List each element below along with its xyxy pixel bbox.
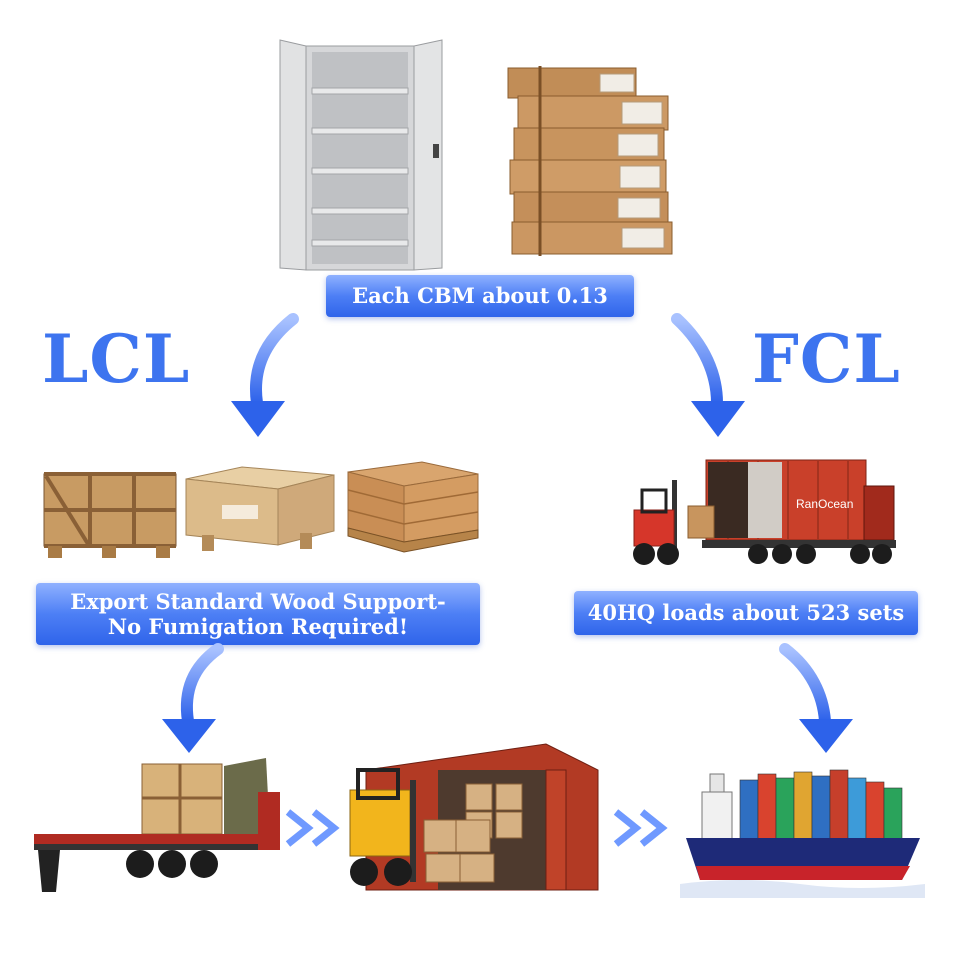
wood-support-line1: Export Standard Wood Support-: [70, 588, 446, 614]
double-chevron-icon: [285, 809, 340, 847]
carton-stack-image: [507, 66, 673, 256]
arrow-to-ship-icon: [779, 643, 853, 753]
container-ship-image: [680, 769, 925, 898]
wooden-crate-image: [43, 472, 177, 558]
arrow-to-lcl-icon: [231, 313, 299, 437]
lcl-label: LCL: [42, 320, 191, 398]
flatbed-truck-image: [34, 758, 280, 892]
arrow-to-fcl-icon: [671, 313, 745, 437]
container-truck-image: RanOcean: [633, 459, 896, 565]
fcl-load-banner: 40HQ loads about 523 sets: [574, 591, 918, 635]
wood-support-line2: No Fumigation Required!: [107, 614, 409, 639]
wood-support-banner: Export Standard Wood Support- No Fumigat…: [36, 583, 480, 645]
wrapped-pallet-image: [347, 461, 479, 553]
fcl-label: FCL: [752, 320, 901, 398]
double-chevron-icon-2: [613, 809, 668, 847]
container-loading-image: [349, 743, 599, 891]
container-brand-text: RanOcean: [796, 497, 853, 511]
steel-cabinet-image: [279, 39, 443, 271]
cbm-banner: Each CBM about 0.13: [326, 275, 634, 317]
plywood-box-image: [185, 466, 335, 551]
arrow-to-truck-icon: [162, 643, 224, 753]
